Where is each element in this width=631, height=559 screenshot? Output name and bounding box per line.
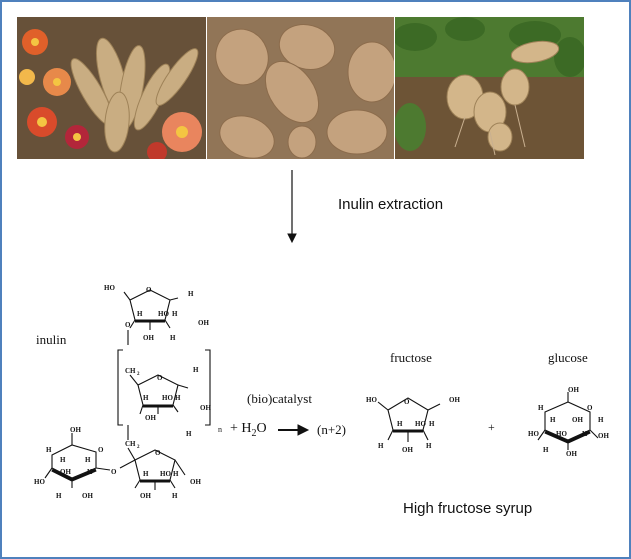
atom-label: HO	[366, 396, 377, 404]
atom-label: H	[193, 366, 199, 374]
result-label: High fructose syrup	[403, 500, 533, 517]
plus-sign: +	[488, 420, 495, 434]
atom-label: HO	[160, 470, 171, 478]
inulin-terminal-fructose-ring	[123, 289, 179, 345]
repeat-index: n	[218, 425, 222, 434]
atom-label: O	[125, 321, 131, 329]
stoichiometric-coefficient: (n+2)	[317, 422, 346, 437]
atom-label: OH	[200, 404, 211, 412]
atom-label: H	[85, 456, 91, 464]
atom-label: H	[397, 420, 403, 428]
glucose-label: glucose	[548, 350, 588, 365]
atom-label: H	[137, 310, 143, 318]
catalyst-label: (bio)catalyst	[247, 391, 312, 406]
atom-label: OH	[145, 414, 156, 422]
reaction-arrow	[278, 424, 310, 436]
process-label: Inulin extraction	[338, 196, 444, 213]
atom-label: O	[587, 404, 593, 412]
inulin-label: inulin	[36, 332, 67, 347]
atom-label: H	[538, 404, 544, 412]
atom-label: OH	[568, 386, 579, 394]
atom-label: H	[173, 470, 179, 478]
atom-label: H	[378, 442, 384, 450]
atom-label: O	[111, 468, 117, 476]
atom-label: O	[404, 398, 410, 406]
atom-label: H	[143, 470, 149, 478]
atom-label: OH	[198, 319, 209, 327]
atom-label: OH	[598, 432, 609, 440]
water-formula: + H2O	[230, 421, 267, 439]
fructose-ring	[377, 397, 441, 442]
atom-label: OH	[82, 492, 93, 500]
atom-label: H	[550, 416, 556, 424]
inulin-glucose-ring	[44, 433, 111, 488]
atom-label: H	[186, 430, 192, 438]
atom-label: H	[46, 446, 52, 454]
atom-label: H	[56, 492, 62, 500]
atom-label: 2	[137, 445, 140, 450]
atom-label: H	[172, 310, 178, 318]
inulin-sucrose-fructose-ring	[119, 447, 186, 490]
fructose-label: fructose	[390, 350, 432, 365]
inulin-repeat-bracket	[117, 349, 211, 440]
atom-label: OH	[190, 478, 201, 486]
atom-label: O	[98, 446, 104, 454]
atom-label: O	[155, 449, 161, 457]
atom-label: OH	[70, 426, 81, 434]
atom-labels: HO O H H HO H OH O OH H CH 2 O H H HO H …	[34, 284, 609, 500]
atom-label: OH	[402, 446, 413, 454]
atom-label: HO	[104, 284, 115, 292]
atom-label: H	[175, 394, 181, 402]
atom-label: H	[582, 430, 588, 438]
atom-label: OH	[60, 468, 71, 476]
water-subscript: 2	[251, 427, 257, 439]
water-suffix: O	[256, 421, 267, 436]
atom-label: HO	[158, 310, 169, 318]
atom-label: CH	[125, 440, 136, 448]
atom-label: 2	[137, 372, 140, 377]
atom-label: OH	[143, 334, 154, 342]
atom-label: HO	[528, 430, 539, 438]
atom-label: O	[146, 286, 152, 294]
atom-label: H	[170, 334, 176, 342]
atom-label: H	[543, 446, 549, 454]
atom-label: H	[87, 468, 93, 476]
atom-label: H	[188, 290, 194, 298]
atom-label: O	[157, 374, 163, 382]
atom-label: H	[172, 492, 178, 500]
atom-label: H	[60, 456, 66, 464]
atom-label: HO	[34, 478, 45, 486]
atom-label: OH	[572, 416, 583, 424]
jerusalem-artichoke-tubers-photo-icon	[207, 17, 394, 159]
atom-label: H	[143, 394, 149, 402]
atom-label: H	[426, 442, 432, 450]
atom-label: OH	[449, 396, 460, 404]
atom-label: OH	[140, 492, 151, 500]
atom-label: H	[598, 416, 604, 424]
water-prefix: + H	[230, 421, 252, 436]
atom-label: CH	[125, 367, 136, 375]
atom-label: HO	[556, 430, 567, 438]
atom-label: HO	[162, 394, 173, 402]
chicory-root-photo-icon	[395, 17, 584, 159]
glucose-ring	[537, 392, 599, 450]
atom-label: OH	[566, 450, 577, 458]
atom-label: HO	[415, 420, 426, 428]
process-arrow	[287, 170, 297, 244]
atom-label: H	[429, 420, 435, 428]
dahlia-tubers-photo-icon	[17, 17, 206, 159]
